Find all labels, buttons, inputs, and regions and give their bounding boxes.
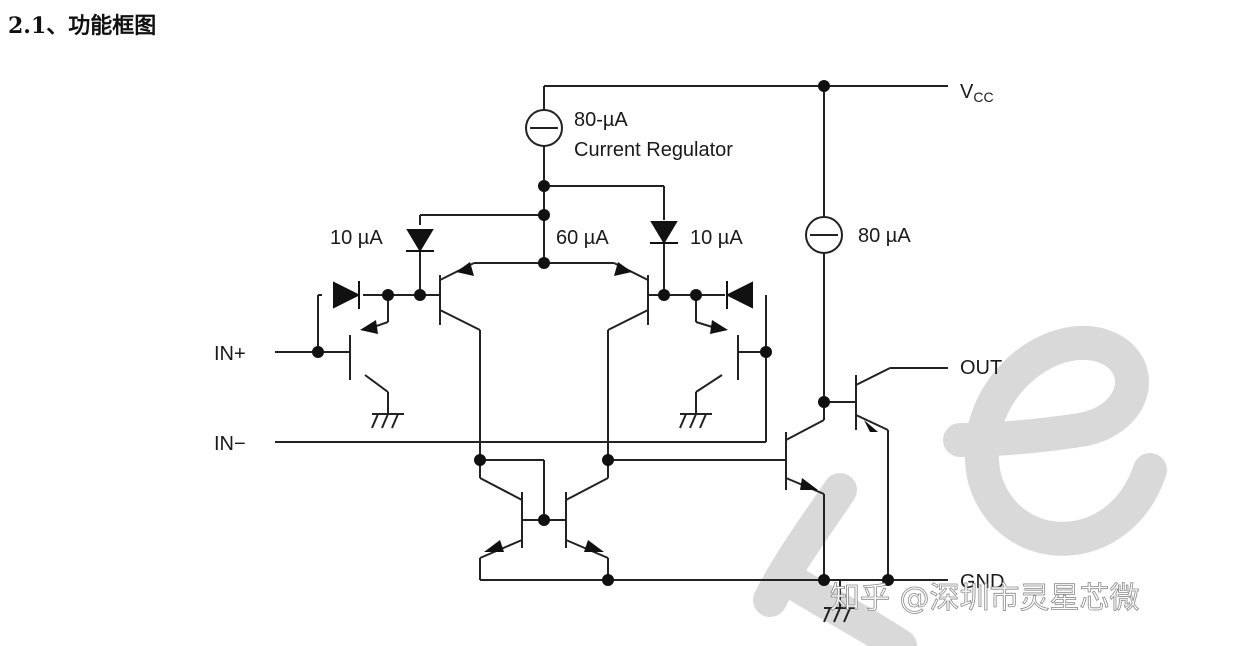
current-source-regulator — [525, 109, 563, 147]
section-heading: 2.1、功能框图 — [8, 13, 157, 39]
current-left-label: 10 µA — [330, 227, 383, 249]
diode-left-vertical — [406, 229, 434, 252]
out-label: OUT — [960, 357, 1002, 379]
watermark-text: 知乎 @深圳市灵星芯微 — [830, 581, 1140, 616]
diode-left-horizontal — [333, 281, 361, 309]
diode-right-vertical — [650, 221, 678, 244]
current-right-label: 10 µA — [690, 227, 743, 249]
vcc-label: VCC — [960, 81, 994, 105]
circuit-wires — [275, 85, 948, 608]
transistor-arrows — [360, 262, 878, 552]
current-output-label: 80 µA — [858, 225, 911, 247]
current-source-output — [805, 216, 843, 254]
watermark-logo — [753, 326, 1167, 646]
in-plus-label: IN+ — [214, 343, 246, 365]
regulator-current-label: 80-µA — [574, 109, 628, 131]
current-center-label: 60 µA — [556, 227, 609, 249]
diode-right-horizontal — [725, 281, 753, 309]
ground-symbols — [371, 413, 856, 623]
junction-dots — [312, 80, 894, 586]
regulator-name-label: Current Regulator — [574, 139, 733, 161]
in-minus-label: IN− — [214, 433, 246, 455]
gnd-label: GND — [960, 571, 1004, 593]
